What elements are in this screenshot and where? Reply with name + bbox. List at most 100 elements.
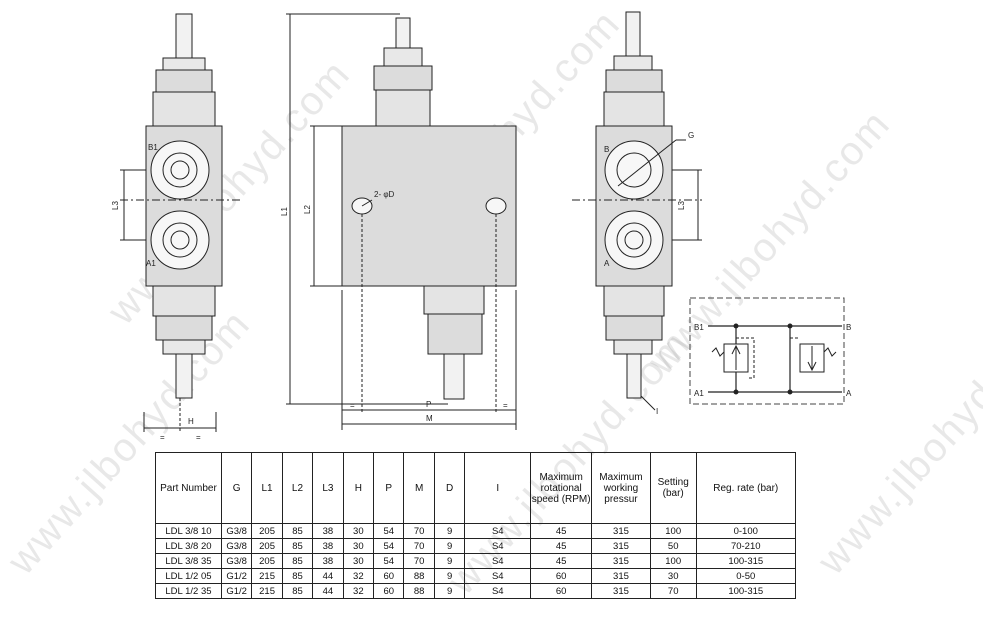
table-cell: 54	[373, 538, 405, 554]
table-cell: 38	[312, 538, 344, 554]
col-m: M	[403, 452, 435, 524]
table-cell: 100-315	[695, 553, 797, 569]
table-cell: 30	[342, 553, 375, 569]
dim-i-label: I	[656, 407, 658, 416]
table-cell: 215	[251, 583, 283, 599]
table-cell: 9	[433, 583, 466, 599]
table-cell: LDL 3/8 10	[155, 523, 222, 539]
dim-h-label: H	[188, 417, 194, 426]
table-cell: 85	[281, 568, 314, 584]
table-cell: 60	[373, 583, 405, 599]
hole-callout: 2- φD	[374, 190, 395, 199]
dim-eq-label: =	[503, 401, 508, 410]
table-cell: 44	[312, 568, 344, 584]
right-view	[572, 11, 702, 411]
table-cell: 70-210	[695, 538, 797, 554]
table-cell: 70	[403, 523, 435, 539]
col-reg-rate: Reg. rate (bar)	[695, 452, 797, 524]
table-cell: 9	[433, 538, 466, 554]
table-cell: 85	[281, 538, 314, 554]
table-row: LDL 3/8 35 G3/8 205 85 38 30 54 70 9 S4 …	[155, 553, 797, 569]
table-cell: 54	[373, 553, 405, 569]
spec-table-body: LDL 3/8 10 G3/8 205 85 38 30 54 70 9 S4 …	[155, 523, 797, 599]
table-cell: 100	[649, 553, 697, 569]
table-cell: 70	[403, 553, 435, 569]
dim-eq-label: =	[160, 433, 165, 442]
table-cell: 85	[281, 583, 314, 599]
table-cell: 32	[342, 583, 375, 599]
table-row: LDL 1/2 35 G1/2 215 85 44 32 60 88 9 S4 …	[155, 583, 797, 599]
hydraulic-schematic	[689, 297, 845, 405]
table-cell: S4	[464, 568, 532, 584]
dim-eq-label: =	[196, 433, 201, 442]
col-l2: L2	[281, 452, 314, 524]
table-cell: 54	[373, 523, 405, 539]
dim-eq-label: =	[350, 401, 355, 410]
table-cell: 205	[251, 553, 283, 569]
table-cell: 32	[342, 568, 375, 584]
table-cell: 60	[373, 568, 405, 584]
dim-l3-right: L3	[677, 201, 686, 210]
spec-table: Part Number G L1 L2 L3 H P M D I Maximum…	[155, 452, 797, 599]
spec-table-header: Part Number G L1 L2 L3 H P M D I Maximum…	[155, 452, 797, 524]
schematic-a1-label: A1	[694, 389, 704, 398]
table-cell: 205	[251, 523, 283, 539]
table-cell: G3/8	[220, 523, 253, 539]
table-cell: 45	[530, 538, 593, 554]
col-setting: Setting (bar)	[649, 452, 697, 524]
table-cell: 315	[591, 538, 651, 554]
dim-l3-left: L3	[111, 201, 120, 210]
table-cell: 30	[342, 523, 375, 539]
table-cell: 9	[433, 523, 466, 539]
dim-l1-label: L1	[280, 207, 289, 216]
table-cell: G3/8	[220, 553, 253, 569]
table-cell: 60	[530, 568, 593, 584]
thread-g-label: G	[688, 131, 694, 140]
table-cell: LDL 3/8 20	[155, 538, 222, 554]
table-row: LDL 1/2 05 G1/2 215 85 44 32 60 88 9 S4 …	[155, 568, 797, 584]
schematic-b1-label: B1	[694, 323, 704, 332]
table-cell: 44	[312, 583, 344, 599]
table-cell: 45	[530, 523, 593, 539]
dim-m-label: M	[426, 414, 433, 423]
left-view	[120, 13, 240, 432]
col-max-pressure: Maximum working pressur	[591, 452, 651, 524]
middle-view	[286, 13, 517, 430]
table-cell: 215	[251, 568, 283, 584]
table-cell: 70	[403, 538, 435, 554]
table-cell: G1/2	[220, 583, 253, 599]
table-row: LDL 3/8 20 G3/8 205 85 38 30 54 70 9 S4 …	[155, 538, 797, 554]
table-cell: 0-100	[695, 523, 797, 539]
table-cell: 88	[403, 583, 435, 599]
table-row: LDL 3/8 10 G3/8 205 85 38 30 54 70 9 S4 …	[155, 523, 797, 539]
schematic-a-label: A	[846, 389, 852, 398]
table-cell: 9	[433, 568, 466, 584]
table-cell: 50	[649, 538, 697, 554]
table-cell: 315	[591, 523, 651, 539]
table-cell: G1/2	[220, 568, 253, 584]
col-i: I	[464, 452, 532, 524]
col-max-speed: Maximum rotational speed (RPM)	[530, 452, 593, 524]
col-p: P	[373, 452, 405, 524]
port-b1-label: B1	[148, 143, 158, 152]
col-part-number: Part Number	[155, 452, 222, 524]
table-cell: LDL 3/8 35	[155, 553, 222, 569]
dim-p-label: P	[426, 400, 431, 409]
table-cell: 85	[281, 523, 314, 539]
table-cell: S4	[464, 553, 532, 569]
table-cell: 0-50	[695, 568, 797, 584]
table-cell: LDL 1/2 05	[155, 568, 222, 584]
table-cell: G3/8	[220, 538, 253, 554]
table-cell: S4	[464, 583, 532, 599]
table-cell: S4	[464, 523, 532, 539]
table-cell: 88	[403, 568, 435, 584]
table-cell: 85	[281, 553, 314, 569]
dim-l2-label: L2	[303, 205, 312, 214]
table-cell: 315	[591, 583, 651, 599]
table-cell: 9	[433, 553, 466, 569]
col-l1: L1	[251, 452, 283, 524]
col-l3: L3	[312, 452, 344, 524]
table-cell: 60	[530, 583, 593, 599]
table-cell: LDL 1/2 35	[155, 583, 222, 599]
table-cell: 30	[342, 538, 375, 554]
